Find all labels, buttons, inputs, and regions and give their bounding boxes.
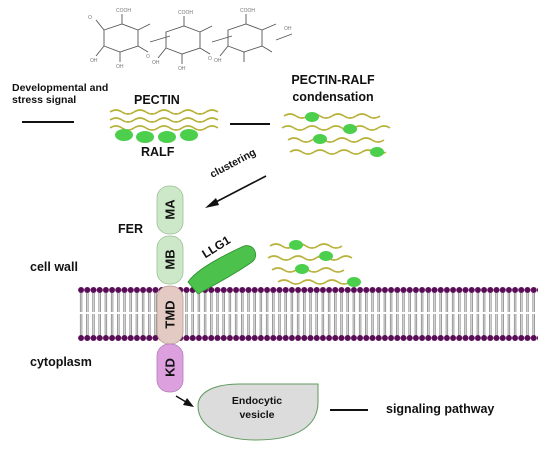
cytoplasm-label: cytoplasm [30,355,92,369]
ma-domain-label: MA [162,199,178,220]
svg-text:OH: OH [152,60,160,66]
svg-text:OH: OH [284,26,292,32]
signaling-pathway-label: signaling pathway [386,402,495,416]
sugar-ring-2 [157,16,233,64]
pectin-ralf-condensate [281,112,391,157]
fer-receptor [156,185,184,393]
mb-domain-label: MB [162,249,178,270]
llg1-protein [187,245,257,295]
ralf-peptide [115,129,133,141]
ralf-peptide [180,129,198,141]
kd-domain [156,343,184,393]
sugar-ring-1 [95,14,171,62]
tmd-domain-label: TMD [162,300,178,329]
pectin-ralf-condensation-label: PECTIN-RALF condensation [291,73,375,104]
ralf-peptide [136,131,154,143]
fer-label: FER [118,222,143,236]
developmental-signal-label: Developmental and stress signal [12,82,109,107]
kd-domain-label: KD [162,358,178,377]
small-condensate [267,240,361,287]
cell-wall-label: cell wall [30,260,78,274]
pectin-strands [109,109,219,131]
sugar-ring-3 [219,14,293,62]
svg-text:COOH: COOH [178,10,193,16]
endocytic-vesicle-label: Endocytic vesicle [231,395,283,421]
mb-domain [156,235,184,285]
pectin-label: PECTIN [134,93,180,107]
ralf-peptides [115,129,198,143]
svg-text:OH: OH [90,58,98,64]
svg-text:O: O [146,54,150,60]
svg-text:O: O [208,56,212,62]
svg-text:OH: OH [116,64,124,70]
svg-text:OH: OH [214,58,222,64]
ralf-peptide [158,131,176,143]
ralf-label: RALF [141,145,175,159]
svg-text:O: O [88,15,92,21]
clustering-arrow [205,175,267,208]
ma-domain [156,185,184,235]
svg-text:COOH: COOH [240,8,255,14]
endocytic-vesicle [197,383,319,441]
endocytosis-arrow [175,395,194,407]
svg-text:COOH: COOH [116,8,131,14]
svg-text:OH: OH [178,66,186,72]
lipid-bilayer [78,286,538,346]
